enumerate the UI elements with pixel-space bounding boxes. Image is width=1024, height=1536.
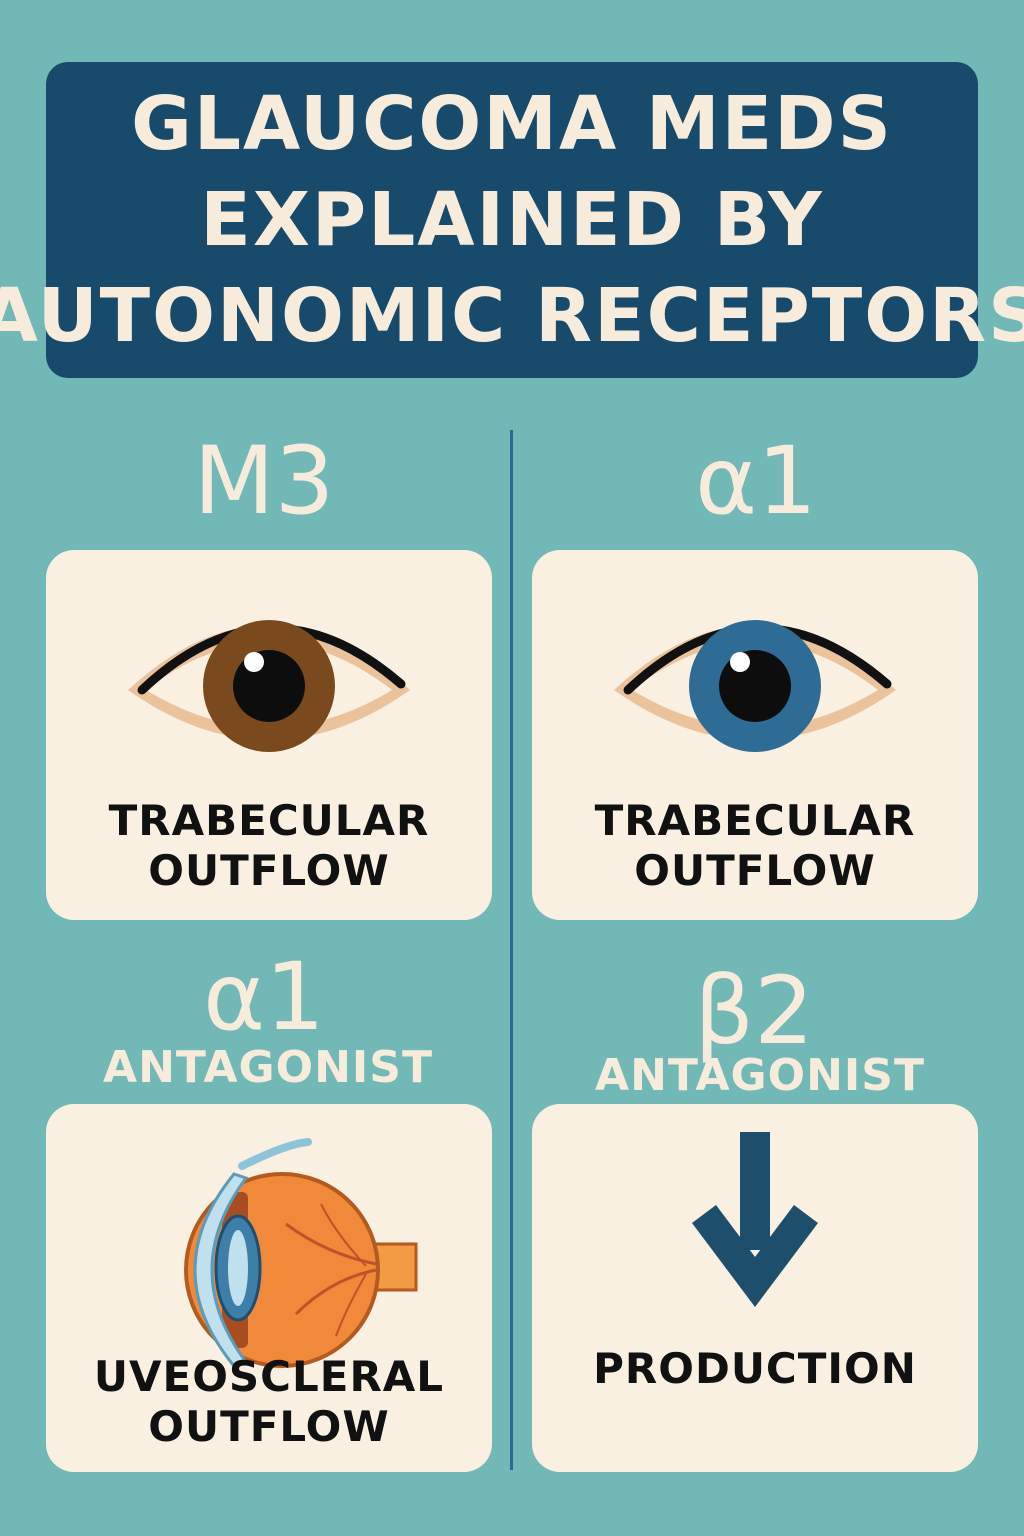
center-divider [510,430,513,1470]
receptor-alpha1-agonist-label: α1 [695,427,817,536]
card-alpha1-antagonist: UVEOSCLERAL OUTFLOW [46,1104,492,1472]
title-line-2: EXPLAINED BY [200,177,824,263]
card-alpha1-antagonist-label: UVEOSCLERAL OUTFLOW [46,1352,492,1452]
receptor-beta2-antagonist-label: β2 [694,957,814,1066]
card-alpha1-agonist-label-line-1: TRABECULAR [594,796,916,845]
card-m3-label-line-1: TRABECULAR [108,796,430,845]
card-beta2-antagonist: PRODUCTION [532,1104,978,1472]
card-alpha1-antagonist-label-line-2: OUTFLOW [148,1402,390,1451]
card-alpha1-agonist-label-line-2: OUTFLOW [634,846,876,895]
blue-eye-icon [614,620,896,752]
card-alpha1-antagonist-label-line-1: UVEOSCLERAL [93,1352,445,1401]
card-m3-label-line-2: OUTFLOW [148,846,390,895]
title-banner: GLAUCOMA MEDS EXPLAINED BY AUTONOMIC REC… [0,62,1024,378]
brown-eye-icon [128,620,410,752]
receptor-alpha1-antagonist-subtitle: ANTAGONIST [103,1042,433,1093]
card-beta2-antagonist-label-line-1: PRODUCTION [593,1344,917,1393]
down-arrow-icon [692,1132,818,1307]
receptor-beta2-antagonist-subtitle: ANTAGONIST [595,1050,925,1101]
eyeball-cross-section-icon [184,1138,418,1368]
receptor-m3-label: M3 [193,427,335,536]
receptor-alpha1-antagonist-label: α1 [203,943,325,1052]
card-alpha1-agonist-label: TRABECULAR OUTFLOW [532,796,978,896]
card-m3: TRABECULAR OUTFLOW [46,550,492,920]
title-line-1: GLAUCOMA MEDS [131,81,893,167]
title-line-3: AUTONOMIC RECEPTORS [0,273,1024,359]
card-beta2-antagonist-label: PRODUCTION [532,1344,978,1394]
card-m3-label: TRABECULAR OUTFLOW [46,796,492,896]
card-alpha1-agonist: TRABECULAR OUTFLOW [532,550,978,920]
